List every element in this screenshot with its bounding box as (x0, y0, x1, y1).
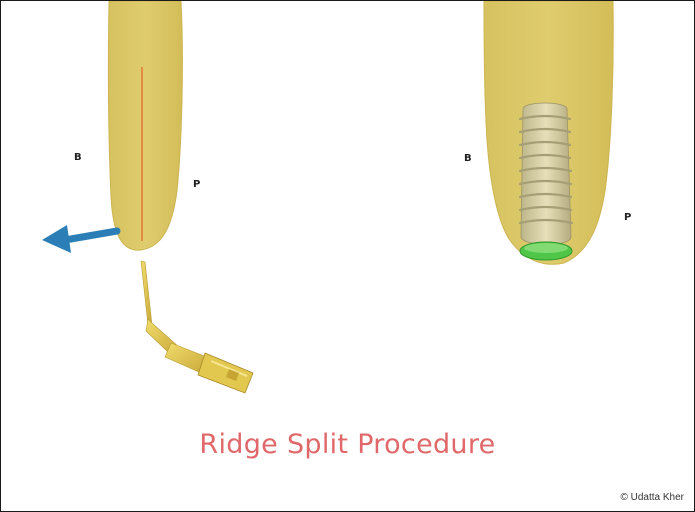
left-alveolar-ridge (108, 1, 182, 250)
piezo-tip-icon (141, 261, 253, 393)
right-palatal-label: P (624, 212, 631, 223)
right-buccal-label: B (464, 153, 472, 164)
left-palatal-label: P (193, 179, 200, 190)
dental-implant-icon (520, 103, 572, 260)
figure-title: Ridge Split Procedure (1, 429, 694, 460)
arrow-left-icon (42, 225, 117, 253)
copyright-credit: © Udatta Kher (620, 492, 684, 503)
left-buccal-label: B (74, 152, 82, 163)
